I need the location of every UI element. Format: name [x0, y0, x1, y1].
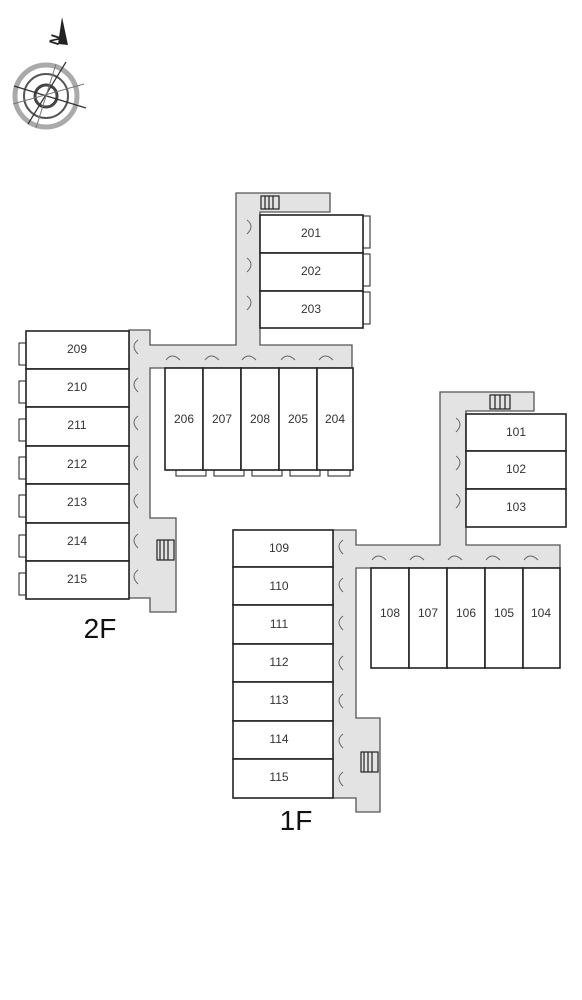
north-label: N: [46, 32, 64, 47]
unit-label: 110: [269, 579, 288, 593]
unit-label: 213: [67, 495, 87, 509]
unit-201: 201: [259, 214, 364, 254]
unit-label: 102: [506, 462, 526, 476]
unit-label: 204: [325, 412, 345, 426]
unit-204: 204: [316, 367, 354, 471]
stairs-icon: [156, 539, 175, 561]
unit-label: 115: [269, 770, 288, 784]
unit-label: 209: [67, 342, 87, 356]
unit-213: 213: [25, 483, 130, 524]
unit-label: 103: [506, 500, 526, 514]
unit-label: 215: [67, 572, 87, 586]
door-swing-marks: [338, 417, 539, 787]
unit-208: 208: [240, 367, 280, 471]
unit-207: 207: [202, 367, 242, 471]
unit-label: 212: [67, 457, 87, 471]
floor-2-plan: 201 202 203 206 207 208 205 204 209 210 …: [18, 192, 371, 644]
unit-label: 107: [418, 606, 438, 620]
unit-107: 107: [408, 567, 448, 669]
unit-106: 106: [446, 567, 486, 669]
floor-2-label: 2F: [84, 613, 117, 644]
stairs-icon: [260, 195, 280, 210]
unit-111: 111: [232, 604, 334, 645]
floor-1-plan: 101 102 103 108 107 106 105 104 109 110 …: [232, 391, 567, 836]
unit-103: 103: [465, 488, 567, 528]
unit-label: 109: [269, 541, 289, 555]
unit-210: 210: [25, 368, 130, 408]
unit-label: 214: [67, 534, 87, 548]
unit-label: 106: [456, 606, 476, 620]
unit-label: 203: [301, 302, 321, 316]
unit-108: 108: [370, 567, 410, 669]
unit-205: 205: [278, 367, 318, 471]
unit-114: 114: [232, 720, 334, 760]
unit-label: 202: [301, 264, 321, 278]
unit-label: 108: [380, 606, 400, 620]
unit-203: 203: [259, 290, 364, 329]
unit-206: 206: [164, 367, 204, 471]
unit-label: 201: [301, 226, 321, 240]
unit-209: 209: [25, 330, 130, 370]
floor-1-corridor: [332, 391, 561, 813]
unit-214: 214: [25, 522, 130, 562]
floor-2-corridor: [128, 192, 353, 613]
unit-101: 101: [465, 413, 567, 452]
unit-label: 105: [494, 606, 514, 620]
compass-icon: N: [12, 17, 87, 130]
stairs-icon: [489, 394, 511, 410]
unit-202: 202: [259, 252, 364, 292]
unit-label: 205: [288, 412, 308, 426]
unit-label: 207: [212, 412, 232, 426]
unit-215: 215: [25, 560, 130, 600]
unit-211: 211: [25, 406, 130, 447]
door-swing-marks: [133, 219, 334, 585]
unit-115: 115: [232, 758, 334, 799]
unit-112: 112: [232, 643, 334, 683]
unit-label: 114: [269, 732, 288, 746]
unit-label: 211: [67, 418, 86, 432]
unit-label: 111: [270, 617, 289, 631]
stairs-icon: [360, 751, 379, 773]
unit-102: 102: [465, 450, 567, 490]
unit-110: 110: [232, 566, 334, 606]
unit-label: 113: [269, 693, 288, 707]
floor-1-label: 1F: [280, 805, 313, 836]
unit-109: 109: [232, 529, 334, 568]
unit-113: 113: [232, 681, 334, 722]
north-arrow-icon: [58, 17, 68, 45]
unit-label: 206: [174, 412, 194, 426]
unit-label: 208: [250, 412, 270, 426]
unit-104: 104: [522, 567, 561, 669]
unit-105: 105: [484, 567, 524, 669]
unit-212: 212: [25, 445, 130, 485]
unit-label: 112: [269, 655, 288, 669]
unit-label: 104: [531, 606, 551, 620]
unit-label: 101: [506, 425, 526, 439]
unit-label: 210: [67, 380, 87, 394]
